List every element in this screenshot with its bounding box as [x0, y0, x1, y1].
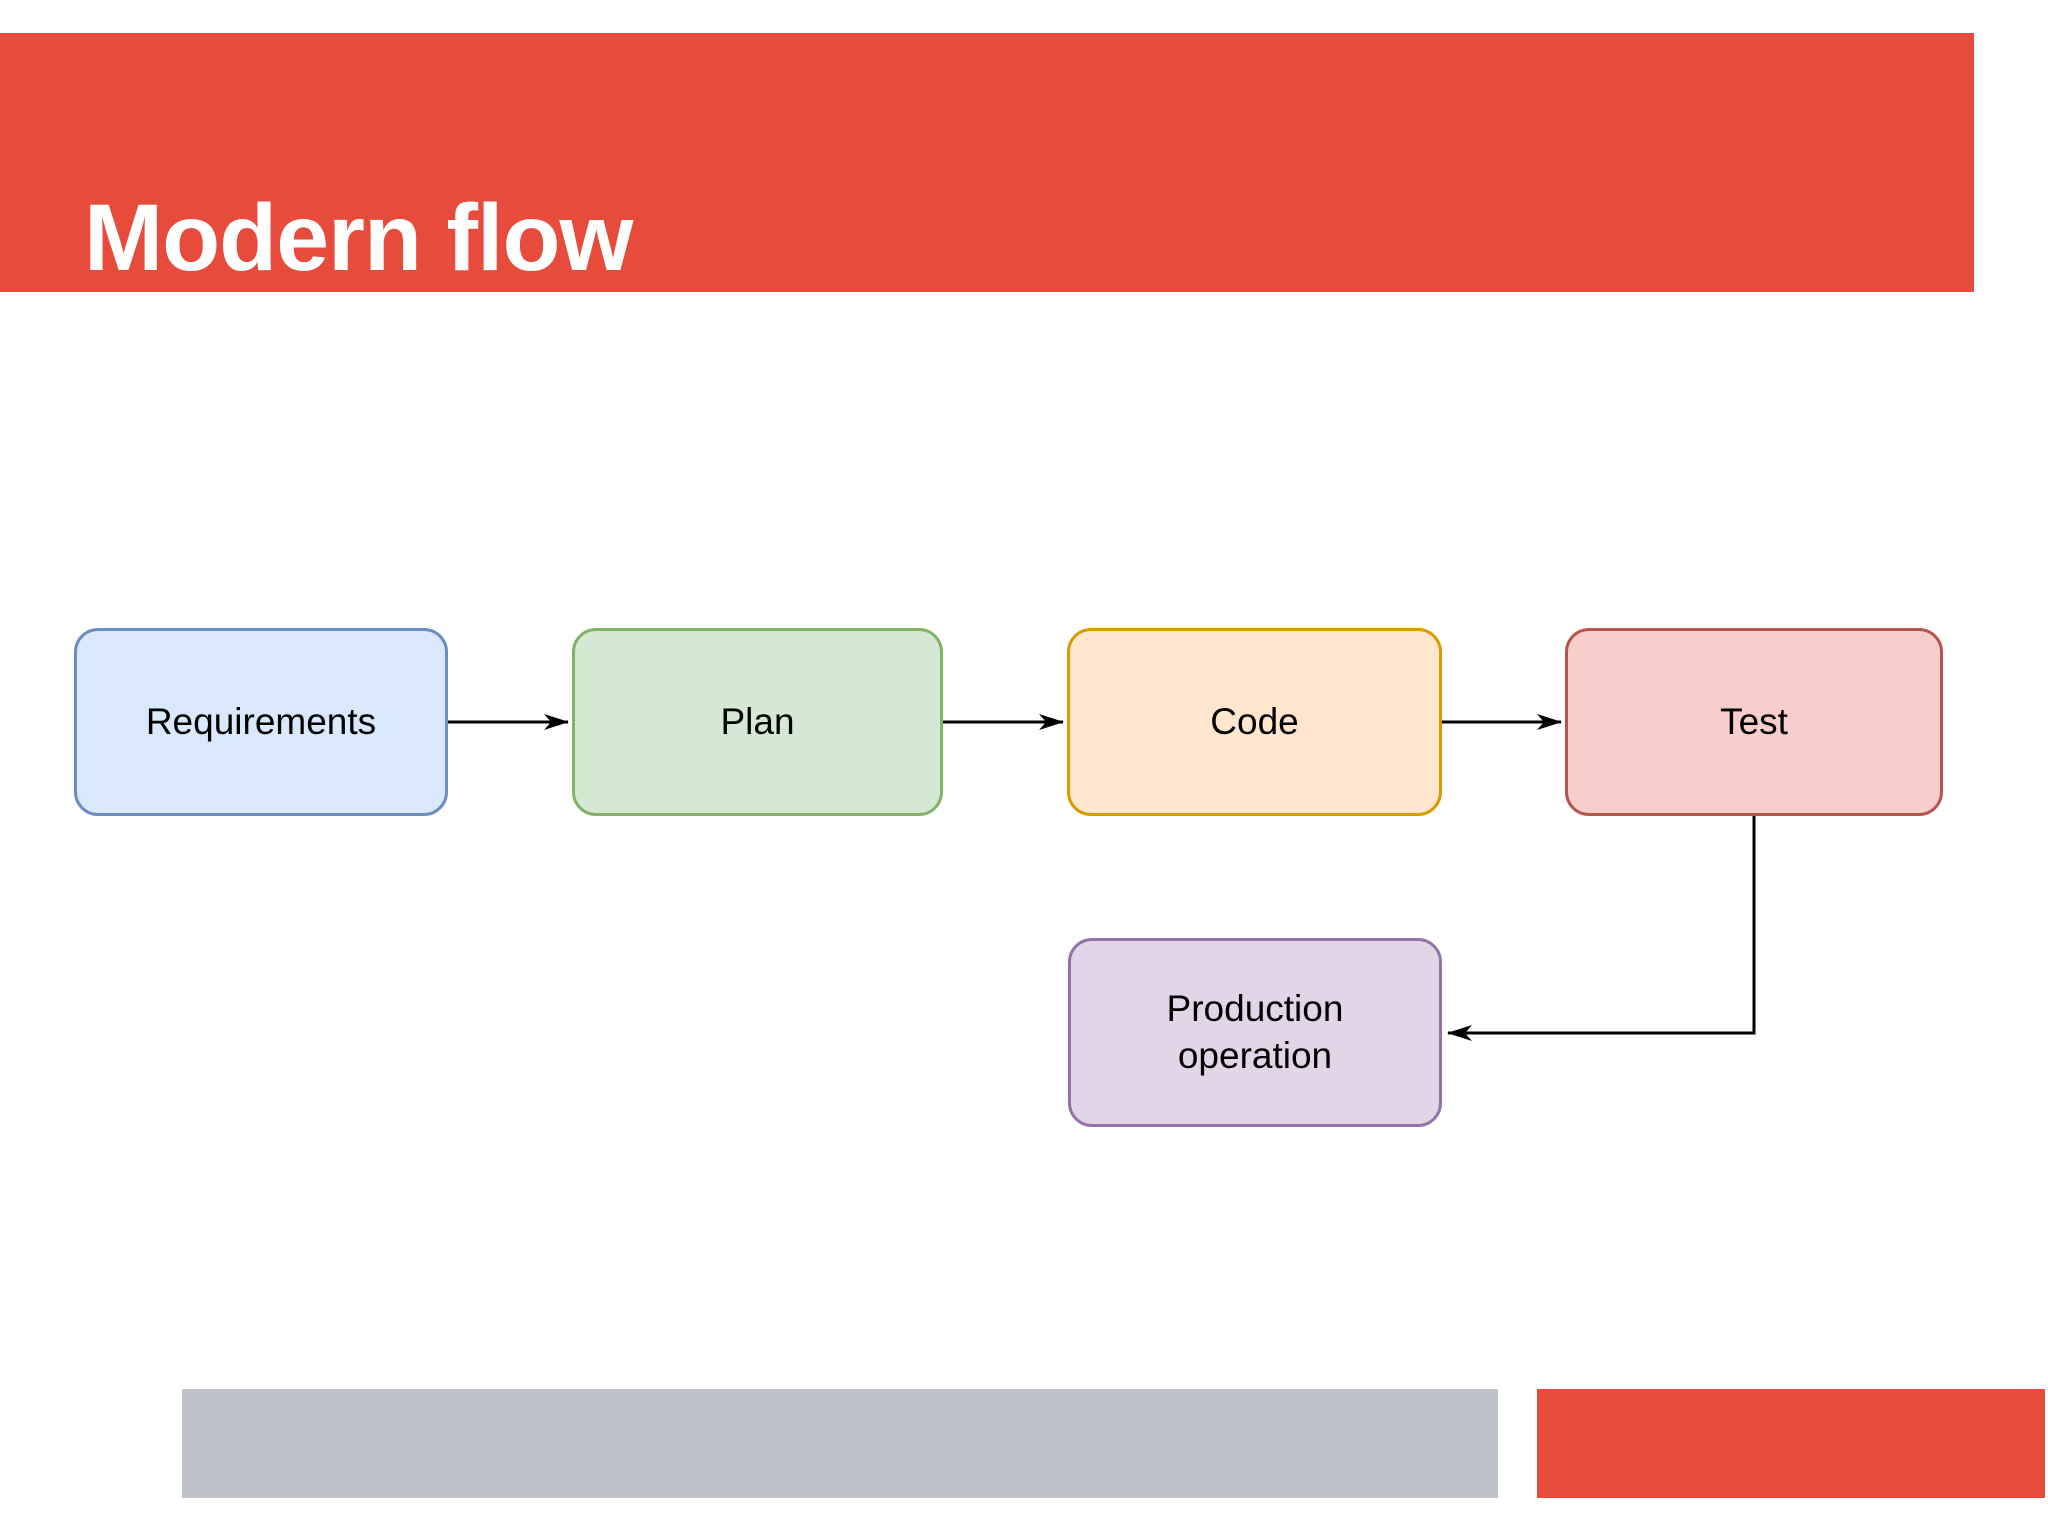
flow-node-requirements: Requirements — [74, 628, 448, 816]
flow-node-plan: Plan — [572, 628, 943, 816]
node-label: Plan — [720, 700, 795, 742]
edge-test-to-production — [1447, 816, 1756, 1041]
flow-node-code: Code — [1067, 628, 1442, 816]
flow-node-production-operation: Production operation — [1068, 938, 1442, 1127]
node-label: Requirements — [145, 700, 377, 742]
node-label: Code — [1210, 700, 1299, 742]
footer-red-bar — [1537, 1389, 2045, 1498]
node-label: Production operation — [1166, 988, 1344, 1076]
node-label: Test — [1720, 700, 1788, 742]
flow-node-test: Test — [1565, 628, 1943, 816]
title-banner: Modern flow — [0, 33, 1974, 292]
footer-gray-bar — [182, 1389, 1498, 1498]
slide-title: Modern flow — [84, 185, 633, 291]
